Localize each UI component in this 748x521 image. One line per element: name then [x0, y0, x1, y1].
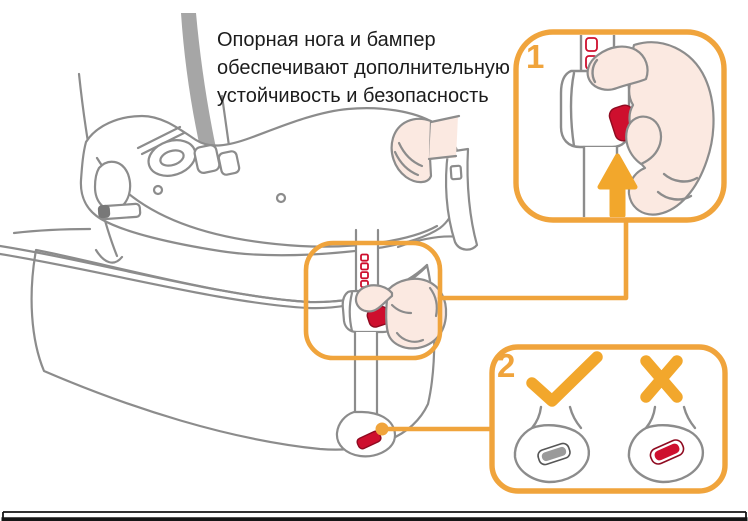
up-arrow-icon	[597, 153, 638, 217]
caption-line-2: обеспечивают дополнительную	[217, 57, 510, 79]
indicator-red	[649, 439, 685, 465]
bumper-slot	[449, 164, 463, 181]
closeup-curl-line-2	[656, 190, 693, 201]
buckle-pad-right	[217, 150, 241, 176]
closeup-index-finger	[586, 45, 649, 91]
adult-hand-holding-base	[390, 114, 461, 184]
caption-line-3: устойчивость и безопасность	[217, 85, 489, 107]
highlight-frame	[303, 240, 443, 361]
closeup-thumb	[625, 115, 663, 166]
finger-seam	[390, 303, 413, 315]
closeup-nail-line	[591, 58, 599, 84]
callout-step1-art	[559, 35, 715, 217]
knuckle-line	[428, 286, 438, 318]
callout-step2	[489, 344, 728, 494]
adjust-hole-1	[360, 253, 369, 262]
leg-upper-tube-outline	[354, 228, 380, 294]
finger-line-1	[397, 141, 424, 168]
caption-line-1: Опорная нога и бампер	[217, 29, 436, 51]
isofix-tip	[97, 204, 111, 219]
floor-line	[1, 511, 748, 521]
thumb-line	[395, 331, 425, 343]
closeup-hole-1	[585, 37, 598, 52]
base-rivet-right	[275, 192, 287, 204]
callout-step2-frame	[489, 344, 728, 494]
connector-dot	[375, 422, 389, 436]
closeup-curl-line-1	[662, 172, 699, 183]
connector-line-step1	[437, 219, 629, 301]
index-finger	[354, 284, 394, 313]
base-handle-slot	[93, 160, 132, 211]
step-1-label: 1	[526, 38, 545, 75]
caption: Опорная нога и бампер обеспечивают допол…	[217, 26, 510, 110]
seatback-trim-band	[181, 13, 216, 152]
leg-lower-tube-outline	[353, 330, 379, 416]
checkmark-icon	[526, 351, 603, 407]
foot-correct	[513, 405, 591, 484]
adjust-hole-2	[360, 262, 369, 271]
callout-step1-frame	[513, 29, 727, 223]
base-rivet-left	[152, 184, 164, 196]
callout-step1	[513, 29, 727, 223]
cross-icon	[640, 355, 683, 403]
rear-bumper-strap	[444, 147, 479, 251]
callout-connectors	[303, 219, 629, 436]
indicator-gray	[537, 442, 571, 466]
closeup-collar-flange	[569, 71, 576, 148]
buckle-pad-left	[193, 144, 221, 174]
forearm	[429, 116, 458, 159]
leg-foot	[335, 410, 397, 458]
callout-step2-art	[513, 351, 705, 484]
forearm-outline	[427, 114, 461, 161]
adjust-hole-3	[360, 271, 369, 280]
step-2-label: 2	[497, 347, 516, 384]
car-seat-base	[79, 107, 479, 257]
harness-ring-hole	[159, 149, 185, 167]
seat-fold-line	[94, 248, 124, 264]
leg-lower-tube	[355, 332, 377, 414]
finger-line-2	[393, 150, 420, 177]
cushion-rear-edge	[12, 227, 92, 235]
collar-flange-line	[348, 291, 354, 333]
base-inner-rim	[95, 156, 439, 248]
